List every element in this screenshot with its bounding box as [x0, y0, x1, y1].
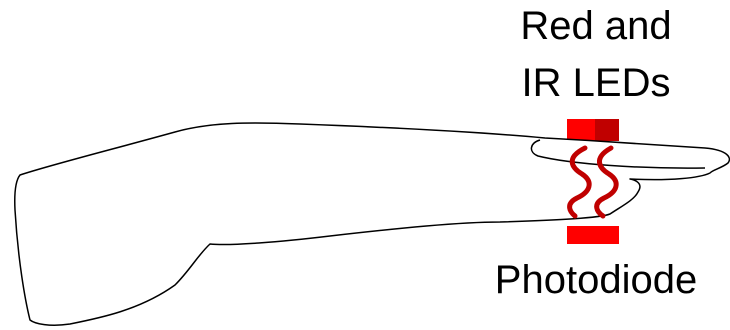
ir-led	[595, 119, 619, 141]
photodiode	[567, 226, 619, 244]
fingertip-contour	[530, 139, 706, 169]
emitter-label-line2: IR LEDs	[521, 61, 671, 105]
emitter-label-line1: Red and	[520, 4, 672, 48]
detector-label: Photodiode	[494, 258, 698, 302]
red-light-wave	[567, 145, 592, 219]
red-led	[567, 119, 595, 141]
hand-outline	[14, 122, 730, 326]
ir-light-wave	[594, 145, 619, 219]
